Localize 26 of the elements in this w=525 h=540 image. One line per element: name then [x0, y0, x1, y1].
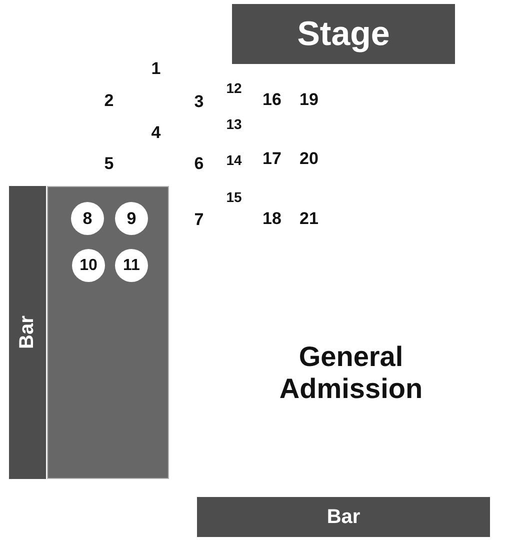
seating-area — [47, 186, 169, 479]
table-number: 3 — [194, 92, 204, 112]
bar-counter: Bar — [197, 497, 490, 537]
round-table: 11 — [115, 249, 148, 282]
round-table: 8 — [71, 202, 104, 235]
table-number: 20 — [300, 149, 318, 169]
table-number: 14 — [226, 152, 242, 168]
table-number: 1 — [151, 59, 161, 79]
table-number: 18 — [262, 209, 282, 229]
table-number: 6 — [194, 154, 204, 174]
table-number: 21 — [300, 209, 318, 229]
table-number: 19 — [300, 90, 318, 110]
table-number: 16 — [262, 90, 282, 110]
table-number: 12 — [226, 80, 242, 96]
table-number: 7 — [194, 210, 204, 230]
stage-block: Stage — [232, 4, 455, 64]
bar-counter: Bar — [9, 186, 46, 479]
table-number: 17 — [262, 149, 282, 169]
table-number: 2 — [104, 91, 114, 111]
table-number: 15 — [226, 188, 242, 206]
section-label: General Admission — [278, 340, 424, 406]
round-table: 9 — [115, 202, 148, 235]
table-number: 13 — [226, 116, 242, 132]
table-number: 4 — [151, 123, 161, 143]
round-table: 10 — [72, 249, 105, 282]
table-number: 5 — [104, 154, 114, 174]
